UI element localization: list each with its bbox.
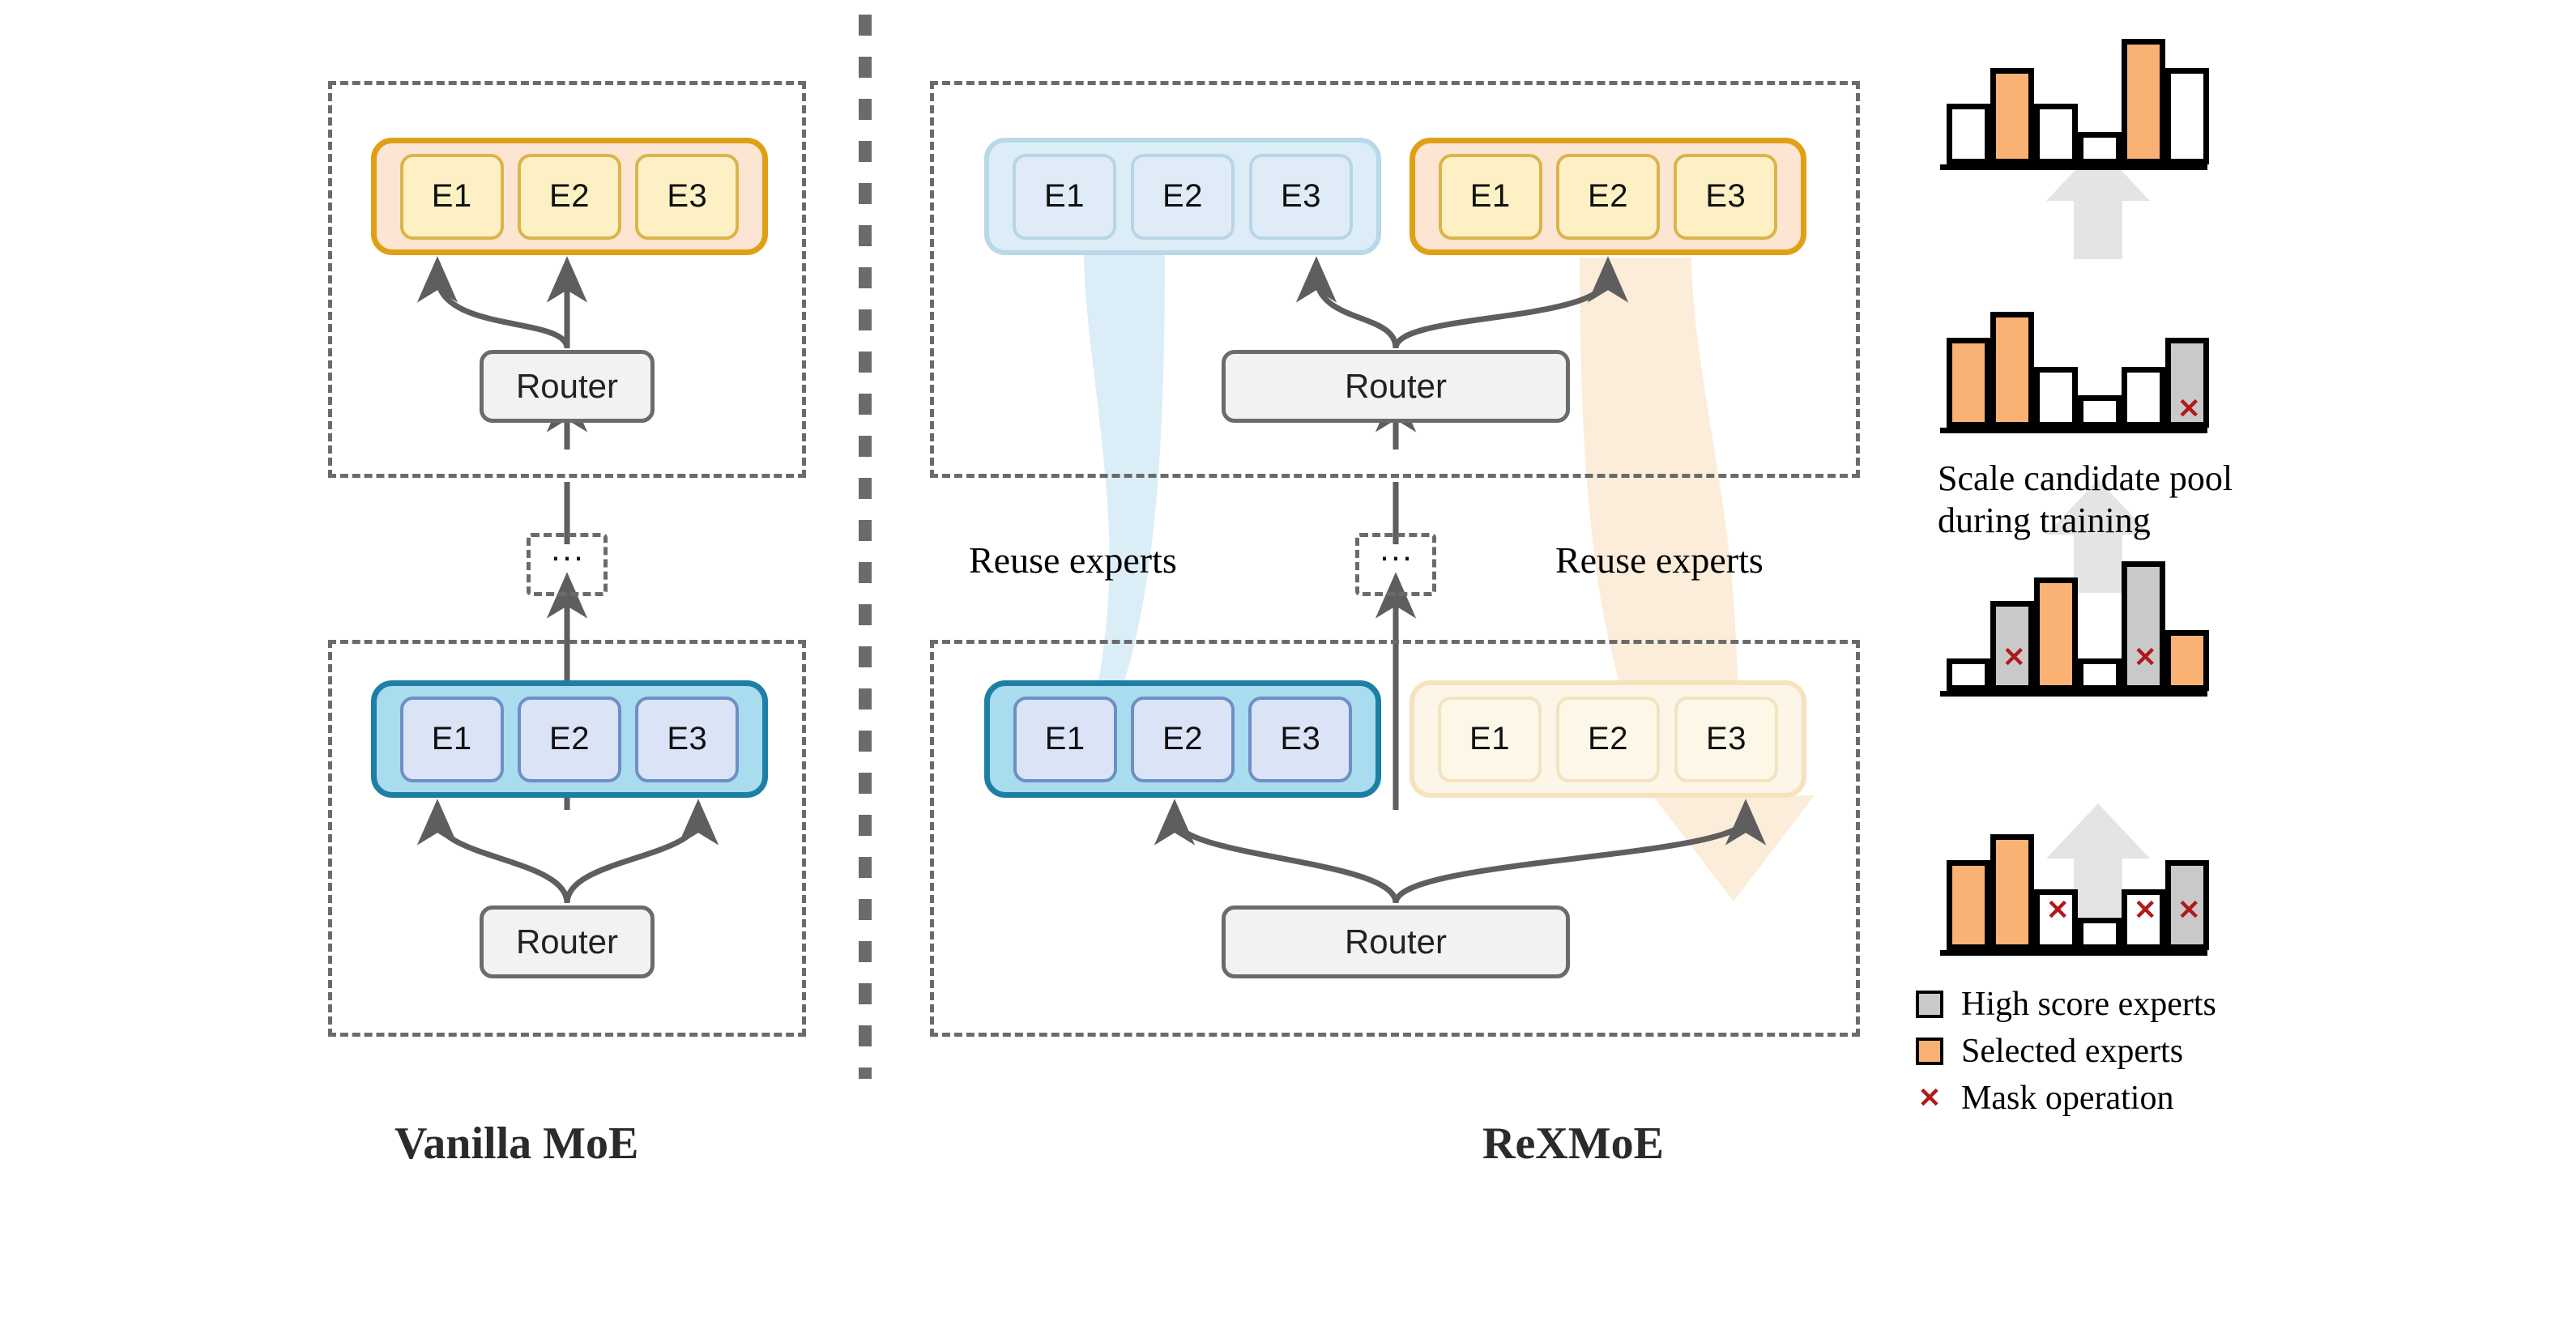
vanilla-ellipsis-box: ··· [527,533,608,596]
vanilla-bottom-layer-frame [328,640,806,1037]
bar [2034,577,2078,691]
mask-x-icon: ✕ [2046,895,2070,926]
bar [2122,889,2165,950]
legend-item-high-score: High score experts [1916,984,2216,1025]
legend-mask-x-icon: ✕ [1917,1083,1942,1114]
legend-swatch-gray-icon [1916,991,1943,1018]
bar [1990,68,2034,164]
reuse-experts-label-right: Reuse experts [1555,539,1764,581]
rexmoe-bottom-router[interactable]: Router [1222,905,1570,978]
expert-chip-e3[interactable]: E3 [635,696,740,782]
rexmoe-top-router[interactable]: Router [1222,350,1570,423]
chart-hist-step2: ✕ ✕ [1940,561,2209,697]
expert-chip-e2[interactable]: E2 [1555,153,1660,240]
rexmoe-bottom-left-expert-group[interactable]: E1 E2 E3 [984,680,1381,798]
scale-candidate-pool-note: Scale candidate pool during training [1938,458,2278,542]
bar [1947,658,1990,691]
bar [2078,918,2122,950]
vanilla-top-expert-group[interactable]: E1 E2 E3 [371,138,768,255]
bar [1947,104,1990,164]
bar [2034,889,2078,950]
panel-title-rexmoe: ReXMoE [1482,1119,1664,1169]
bar [2034,367,2078,428]
chart-axis [1940,164,2207,170]
expert-chip-e1[interactable]: E1 [1013,696,1117,782]
legend-item-selected: Selected experts [1916,1031,2216,1072]
bar [1947,860,1990,950]
bar [2122,367,2165,428]
rexmoe-ellipsis-box: ··· [1355,533,1436,596]
legend-swatch-orange-icon [1916,1038,1943,1065]
expert-chip-e3[interactable]: E3 [635,153,740,240]
chart-hist-step3: ✕ [1940,288,2209,433]
bar [1990,834,2034,950]
rexmoe-top-left-expert-group[interactable]: E1 E2 E3 [984,138,1381,255]
bar [2165,860,2209,950]
chart-axis [1940,950,2207,956]
expert-chip-e2[interactable]: E2 [1131,153,1235,240]
bar [2078,132,2122,164]
scale-note-line1: Scale candidate pool [1938,458,2233,498]
bar [2165,338,2209,428]
expert-chip-e1[interactable]: E1 [1013,153,1116,240]
mask-x-icon: ✕ [2134,895,2157,926]
vanilla-bottom-expert-group[interactable]: E1 E2 E3 [371,680,768,798]
chart-hist-step1: ✕ ✕ ✕ [1940,818,2209,956]
legend-label: High score experts [1961,986,2216,1023]
chart-legend: High score experts Selected experts ✕ Ma… [1916,984,2216,1125]
mask-x-icon: ✕ [2002,642,2026,673]
expert-chip-e2[interactable]: E2 [517,696,621,782]
mask-x-icon: ✕ [2134,642,2157,673]
rexmoe-top-layer-frame [930,81,1860,478]
bar [2122,39,2165,164]
bar [1990,312,2034,428]
vanilla-top-router[interactable]: Router [480,350,655,423]
chart-axis [1940,428,2207,433]
mask-x-icon: ✕ [2177,895,2201,926]
bar [2165,68,2209,164]
rexmoe-top-right-expert-group[interactable]: E1 E2 E3 [1410,138,1806,255]
bar [2078,395,2122,428]
expert-chip-e2[interactable]: E2 [1130,696,1235,782]
reuse-experts-label-left: Reuse experts [969,539,1177,581]
bar [1947,338,1990,428]
vanilla-bottom-router[interactable]: Router [480,905,655,978]
legend-label: Mask operation [1961,1080,2174,1117]
vanilla-top-layer-frame [328,81,806,478]
expert-chip-e1[interactable]: E1 [399,696,504,782]
scale-note-line2: during training [1938,500,2151,540]
panel-title-vanilla: Vanilla MoE [395,1119,639,1169]
expert-chip-e3[interactable]: E3 [1248,696,1353,782]
expert-chip-e2[interactable]: E2 [1556,696,1660,782]
bar [2078,658,2122,691]
rexmoe-bottom-right-expert-group[interactable]: E1 E2 E3 [1410,680,1806,798]
chart-hist-step4 [1940,24,2209,170]
expert-chip-e3[interactable]: E3 [1249,153,1353,240]
expert-chip-e1[interactable]: E1 [1438,153,1542,240]
expert-chip-e1[interactable]: E1 [399,153,504,240]
rexmoe-bottom-layer-frame [930,640,1860,1037]
expert-chip-e2[interactable]: E2 [517,153,621,240]
bar [2034,104,2078,164]
legend-label: Selected experts [1961,1033,2184,1070]
bar [2165,630,2209,691]
bar [2122,561,2165,691]
expert-chip-e3[interactable]: E3 [1674,153,1778,240]
chart-axis [1940,691,2207,697]
mask-x-icon: ✕ [2177,394,2201,424]
legend-item-mask: ✕ Mask operation [1916,1078,2216,1119]
expert-chip-e1[interactable]: E1 [1438,696,1542,782]
expert-chip-e3[interactable]: E3 [1674,696,1778,782]
bar [1990,601,2034,691]
